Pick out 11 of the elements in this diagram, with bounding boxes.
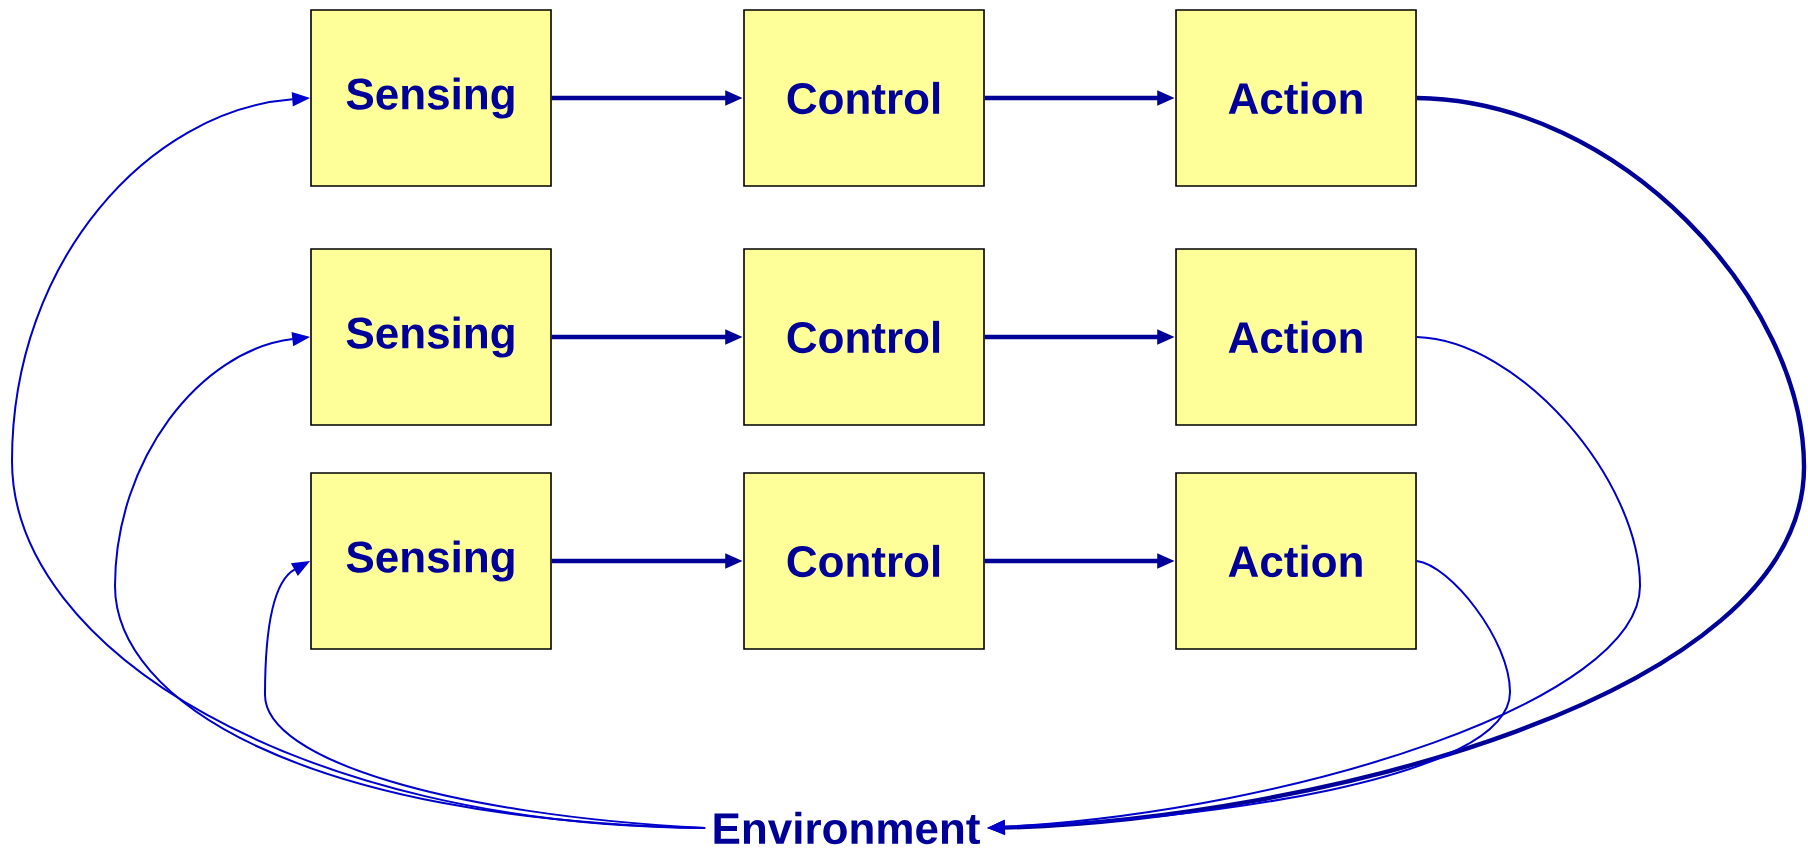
environment-label: Environment xyxy=(714,811,980,845)
process-box: Action xyxy=(1175,248,1417,426)
process-box: Sensing xyxy=(310,472,552,650)
process-box: Action xyxy=(1175,9,1417,187)
process-box: Sensing xyxy=(310,9,552,187)
process-box: Sensing xyxy=(310,248,552,426)
process-box: Action xyxy=(1175,472,1417,650)
process-box: Control xyxy=(743,9,985,187)
process-box: Control xyxy=(743,248,985,426)
process-box: Control xyxy=(743,472,985,650)
arrow xyxy=(264,561,707,829)
